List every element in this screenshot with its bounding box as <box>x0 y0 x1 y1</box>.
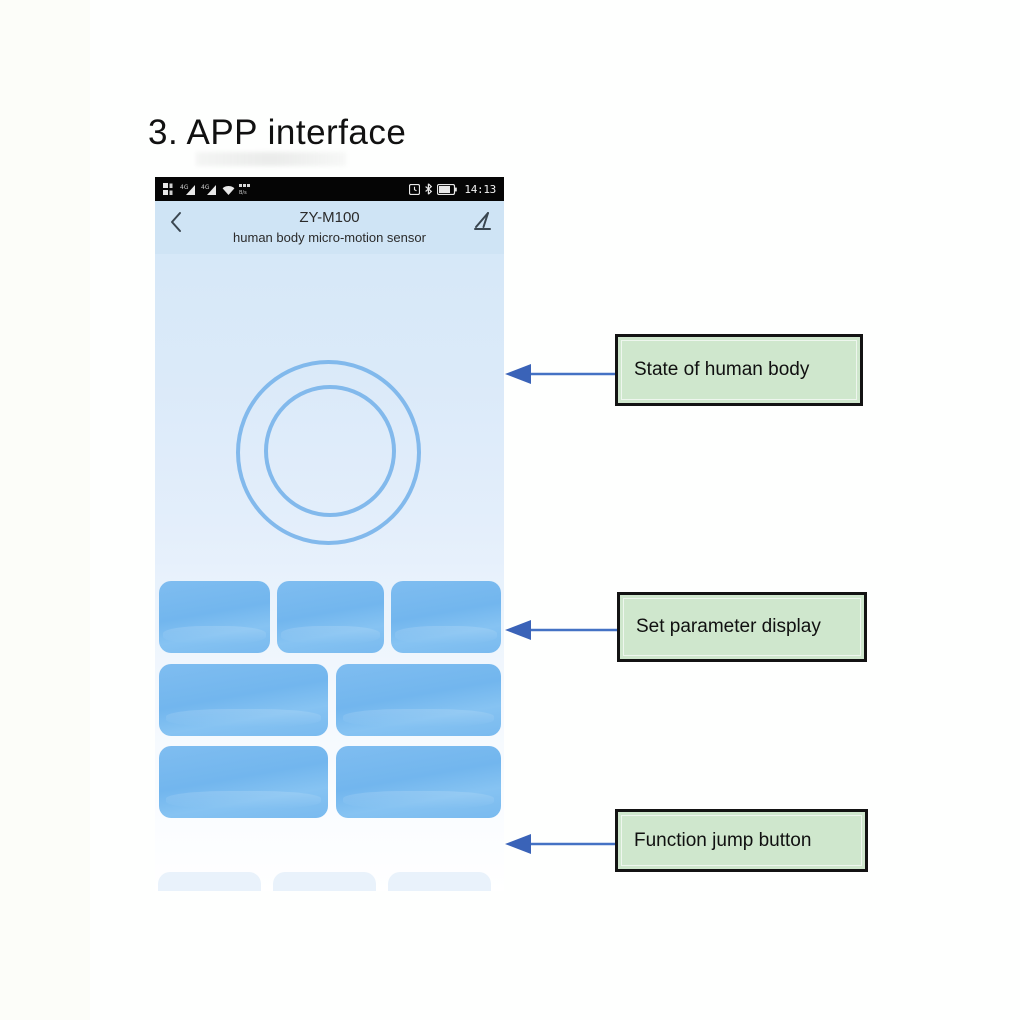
annotation-label: State of human body <box>634 359 810 380</box>
pencil-edit-icon <box>474 212 491 230</box>
parameter-tile[interactable] <box>336 746 501 818</box>
phone-screenshot: 4G 4G B/s <box>155 177 504 891</box>
nav-glow <box>410 889 469 891</box>
parameter-tile[interactable] <box>159 664 328 736</box>
bluetooth-icon <box>425 183 433 195</box>
svg-text:4G: 4G <box>201 184 210 191</box>
nav-glow <box>295 889 354 891</box>
parameter-tile[interactable] <box>391 581 501 653</box>
arrow-to-function-buttons <box>505 834 620 854</box>
parameter-tile[interactable] <box>159 581 270 653</box>
nav-button-settings[interactable] <box>388 872 491 891</box>
annotation-state-of-human-body: State of human body <box>615 334 863 406</box>
app-header: ZY-M100 human body micro-motion sensor <box>155 201 504 254</box>
battery-icon <box>437 183 458 195</box>
back-button[interactable] <box>165 209 189 235</box>
status-bar-time: 14:13 <box>464 182 496 196</box>
chevron-left-icon <box>171 212 181 232</box>
title-ghost-artifact <box>196 152 346 166</box>
signal-bars-icon: 4G <box>201 184 216 195</box>
alarm-icon <box>409 183 421 195</box>
signal-bars-icon: 4G <box>180 184 195 195</box>
svg-text:4G: 4G <box>180 184 189 191</box>
outer-margin <box>0 0 90 1020</box>
edit-button[interactable] <box>470 209 494 235</box>
phone-body <box>155 254 504 891</box>
svg-text:B/s: B/s <box>239 190 247 196</box>
parameter-tile[interactable] <box>159 746 328 818</box>
status-bar-right-icons: 14:13 <box>409 183 496 196</box>
wifi-icon <box>222 185 235 195</box>
arrow-to-state-indicator <box>505 364 620 384</box>
nav-button-record[interactable] <box>158 872 261 891</box>
data-usage-icon: B/s <box>239 183 250 196</box>
annotation-function-jump-button: Function jump button <box>615 809 868 872</box>
annotation-label: Function jump button <box>634 829 812 851</box>
annotation-label: Set parameter display <box>636 616 821 637</box>
nav-glow <box>180 889 239 891</box>
parameter-tile[interactable] <box>336 664 501 736</box>
arrow-to-parameter-tiles <box>505 620 620 640</box>
parameter-tile[interactable] <box>277 581 384 653</box>
state-ring-outer-icon <box>236 360 421 545</box>
human-body-state-indicator[interactable] <box>236 360 421 545</box>
status-bar: 4G 4G B/s <box>155 177 504 201</box>
device-subtitle: human body micro-motion sensor <box>233 230 426 245</box>
device-title: ZY-M100 <box>299 209 360 226</box>
annotation-set-parameter-display: Set parameter display <box>617 592 867 662</box>
page-title: 3. APP interface <box>148 113 407 152</box>
dual-sim-icon <box>163 182 173 195</box>
nav-button-network[interactable] <box>273 872 376 891</box>
state-ring-inner-icon <box>264 385 396 517</box>
status-bar-left-icons: 4G 4G B/s <box>163 182 251 196</box>
